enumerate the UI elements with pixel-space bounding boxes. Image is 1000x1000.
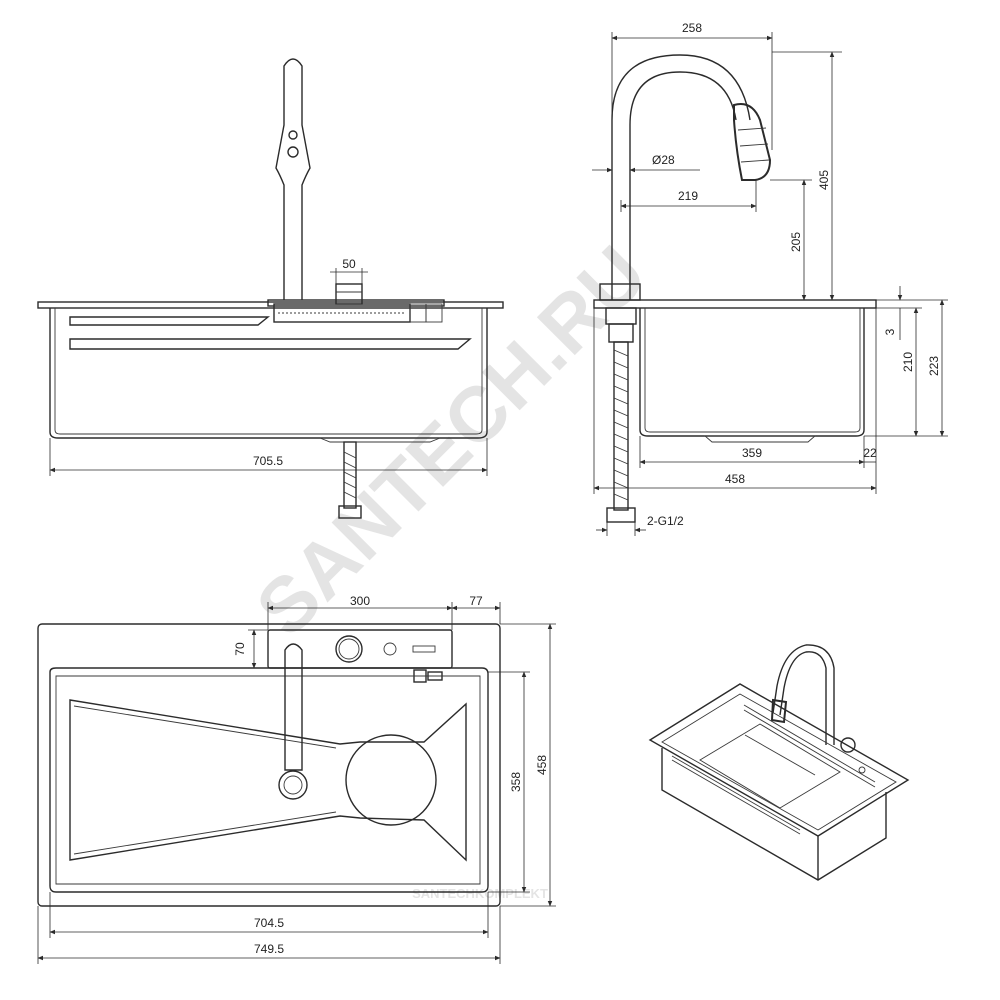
drain-pipe: [343, 441, 357, 509]
plan-drain: [345, 734, 437, 826]
dim-210: 210: [901, 352, 915, 372]
sink-rim: [37, 301, 504, 309]
isometric-view: [648, 644, 910, 881]
dim-22: 22: [863, 446, 877, 460]
dim-749-5: 749.5: [254, 942, 284, 956]
faucet-spout: [611, 54, 751, 300]
sink-bowl: [49, 308, 488, 439]
dim-458-side: 458: [725, 472, 745, 486]
dim-219: 219: [678, 189, 698, 203]
dim-458-plan: 458: [535, 755, 549, 775]
dim-704-5: 704.5: [254, 916, 284, 930]
dim-50: 50: [342, 257, 356, 271]
plan-bowl: [49, 667, 489, 893]
dim-358: 358: [509, 772, 523, 792]
iso-faucet: [779, 651, 827, 745]
dim-359: 359: [742, 446, 762, 460]
iso-rim: [648, 683, 910, 837]
dim-223: 223: [927, 356, 941, 376]
dim-405: 405: [817, 170, 831, 190]
watermark: SANTECH.RU SANTECHKOMPLEKT: [239, 229, 663, 901]
side-view: 258 Ø28 219 405 205 3 210 223: [592, 21, 948, 536]
side-hose: [613, 341, 629, 511]
dim-205: 205: [789, 232, 803, 252]
dim-77: 77: [469, 594, 483, 608]
dim-3: 3: [883, 328, 897, 335]
plan-view: 300 77 70 358 458 704.5 749.5: [37, 594, 556, 964]
plan-drainboard: [69, 699, 467, 862]
dim-diameter: Ø28: [652, 153, 675, 167]
dim-70: 70: [233, 642, 247, 656]
faucet-body: [275, 58, 311, 300]
side-bowl: [639, 308, 865, 437]
dim-258: 258: [682, 21, 702, 35]
side-rim: [593, 299, 877, 309]
plan-faucet: [284, 643, 303, 771]
plan-outer: [37, 623, 501, 907]
watermark-small: SANTECHKOMPLEKT: [412, 886, 548, 901]
control-knob: [335, 283, 363, 305]
plan-knob: [335, 635, 363, 663]
dim-300: 300: [350, 594, 370, 608]
dim-705-5: 705.5: [253, 454, 283, 468]
front-view: 50 705.5: [37, 58, 504, 519]
dim-connection: 2-G1/2: [647, 514, 684, 528]
